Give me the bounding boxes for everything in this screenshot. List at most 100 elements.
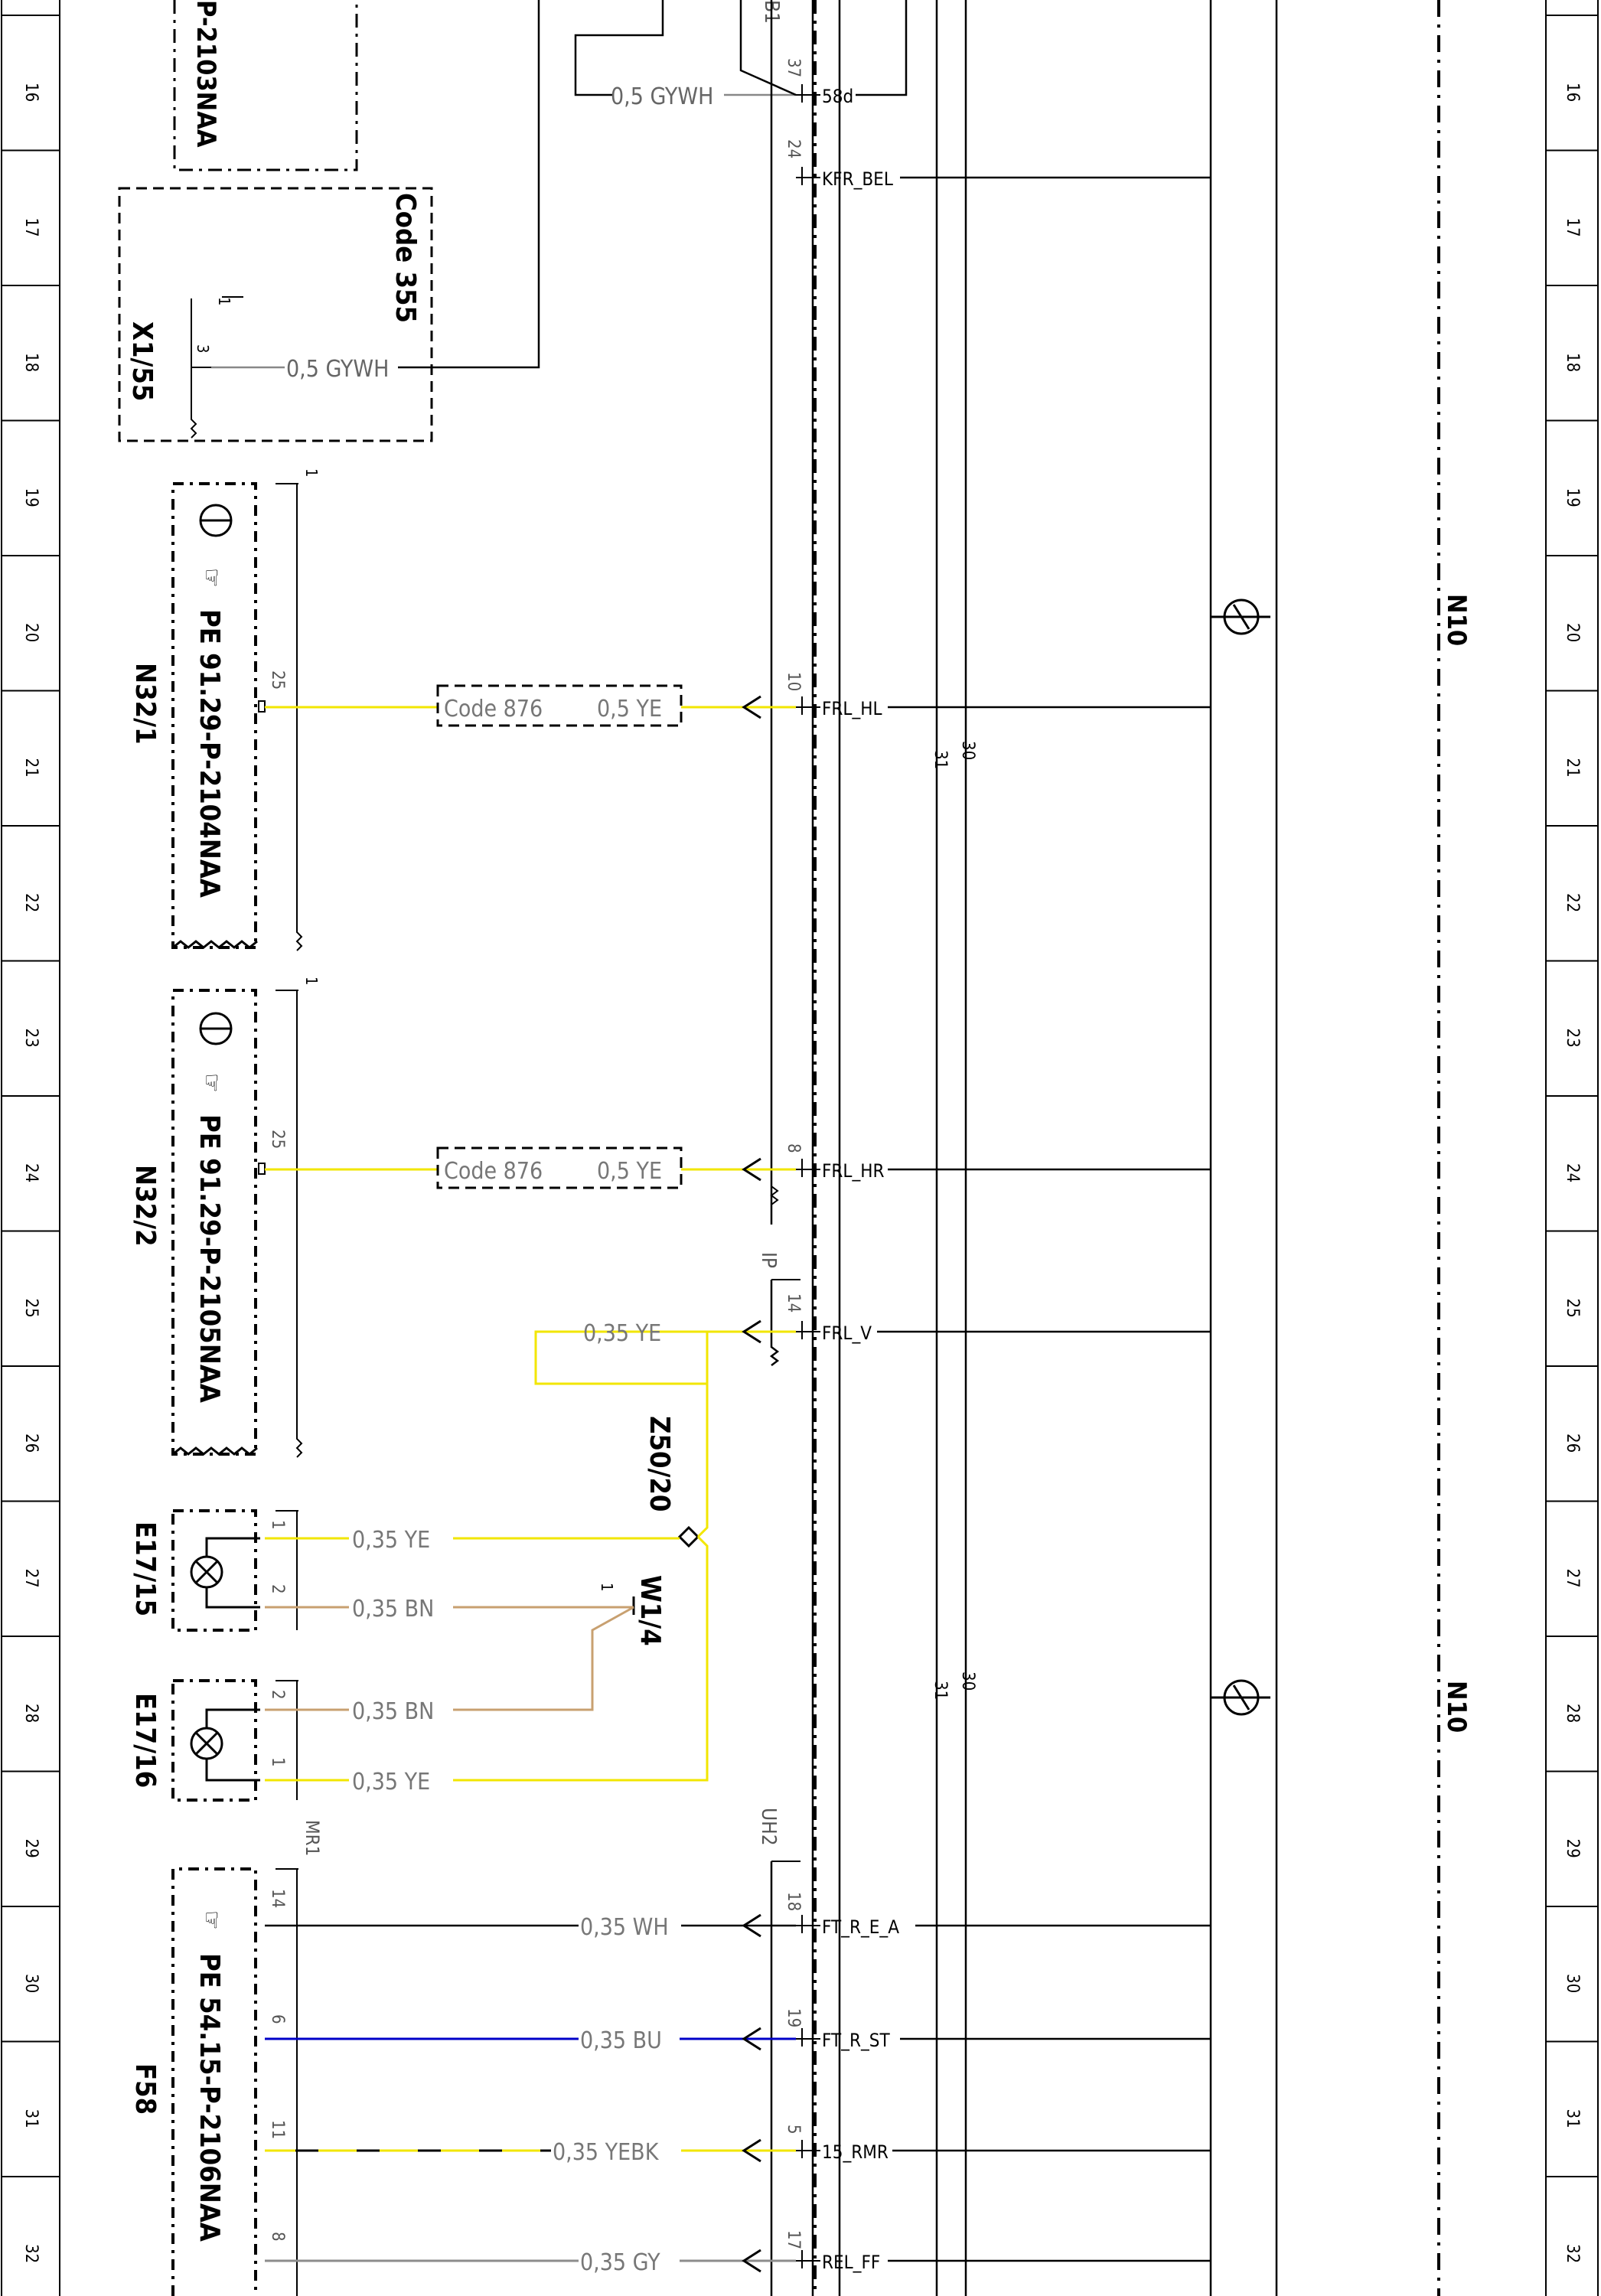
row-number: 24 xyxy=(1563,1163,1582,1182)
component-id: F58 xyxy=(129,2063,161,2115)
wire-code: Code 876 xyxy=(444,1158,543,1185)
connector-label: UH2 xyxy=(757,1808,780,1846)
component-id: Z50/20 xyxy=(644,1416,675,1512)
ground-symbol-bottom xyxy=(1211,1679,1270,1716)
connector-label: MR1 xyxy=(302,1820,323,1856)
row-number: 25 xyxy=(1563,1299,1582,1318)
row-number: 23 xyxy=(1563,1029,1582,1048)
signal-ft-r-e-a: FT_R_E_A xyxy=(796,1915,1211,1938)
transistor-icon xyxy=(199,1012,233,1045)
right-border xyxy=(1545,0,1599,2296)
part-number: P-2103NAA xyxy=(191,0,221,148)
wire-gywh-top: 0,5 GYWH xyxy=(574,0,796,110)
top-partial-component: P-2103NAA xyxy=(173,0,358,171)
connector-ip: IP 14 xyxy=(757,1252,803,1366)
wire-frl-v-ye: 0,35 YE xyxy=(534,1319,796,1508)
pin-label: 3 xyxy=(194,344,212,353)
row-number: 32 xyxy=(1563,2244,1582,2263)
component-id: N32/2 xyxy=(129,1165,161,1247)
signal-name: FRL_V xyxy=(822,1322,872,1344)
signal-name: 58d xyxy=(822,86,853,107)
wire-label: 0,35 WH xyxy=(580,1914,669,1941)
wire-label: 0,35 BU xyxy=(580,2027,662,2054)
row-number: 20 xyxy=(21,623,41,642)
row-number: 30 xyxy=(1563,1974,1582,1993)
signal-frl-hr: FRL_HR xyxy=(796,1159,1211,1182)
row-number: 19 xyxy=(21,488,41,507)
wire-label: 0,35 YEBK xyxy=(553,2139,660,2166)
pin-label: 25 xyxy=(268,670,287,690)
w1-4-ground: W1/4 1 xyxy=(598,1575,666,1646)
pin-label: 24 xyxy=(784,139,803,158)
wire-label: 0,5 YE xyxy=(597,696,662,722)
bus-lines xyxy=(811,0,1278,2296)
wire-label: 0,5 GYWH xyxy=(286,356,389,383)
pin-label: 14 xyxy=(268,1889,287,1908)
signal-name: FT_R_E_A xyxy=(822,1916,899,1938)
row-number: 21 xyxy=(21,758,41,778)
pin-label: 6 xyxy=(268,2014,287,2024)
row-number: 27 xyxy=(21,1569,41,1588)
row-number: 26 xyxy=(21,1433,41,1453)
x1-55-component: Code 355 X1/55 1 3 xyxy=(118,187,433,442)
part-number: PE 54.15-P-2106NAA xyxy=(194,1953,225,2242)
hand-pointer-icon: ☞ xyxy=(197,1073,227,1093)
pin-label: 37 xyxy=(784,58,803,77)
component-id: E17/16 xyxy=(129,1693,161,1788)
bus-label-30: 30 xyxy=(958,741,977,760)
n32-1-component: 1 ☞ PE 91.29-P-2104NAA N32/1 25 xyxy=(129,468,321,951)
bus-label-30: 30 xyxy=(958,1671,977,1691)
bus-label-group-b: 31 30 xyxy=(931,1671,977,1700)
row-number: 16 xyxy=(21,83,41,102)
row-number: 31 xyxy=(21,2109,41,2128)
n10-label-top: N10 xyxy=(1441,594,1472,646)
pin-label: 10 xyxy=(784,672,803,691)
hand-pointer-icon: ☞ xyxy=(197,1910,227,1930)
left-border xyxy=(1,0,60,2296)
signal-ft-r-st: FT_R_ST xyxy=(796,2028,1211,2051)
signal-frl-v: FRL_V xyxy=(796,1321,1211,1344)
row-number: 26 xyxy=(1563,1433,1582,1453)
row-number: 24 xyxy=(21,1163,41,1182)
row-number: 17 xyxy=(21,218,41,237)
wire-f58-bu: 0,35 BU xyxy=(265,2027,796,2054)
wire-label: 0,5 GYWH xyxy=(611,83,713,110)
row-number: 18 xyxy=(21,353,41,372)
bus-label-31: 31 xyxy=(931,750,950,769)
pin-label: 1 xyxy=(268,1520,287,1530)
wire-f58-yebk: 0,35 YEBK xyxy=(265,2138,796,2166)
component-id: X1/55 xyxy=(126,321,158,401)
connector-uh2: UH2 18 19 5 17 xyxy=(757,1808,803,2296)
pin-label: 1 xyxy=(302,468,321,477)
wire-label: 0,35 YE xyxy=(352,1769,430,1795)
lamp-icon xyxy=(190,1708,260,1782)
pin-label: 2 xyxy=(268,1690,287,1700)
signal-58d: 58d xyxy=(796,0,908,107)
connector-label: IP xyxy=(757,1252,780,1268)
signal-name: 15_RMR xyxy=(822,2141,889,2163)
wire-label: 0,35 BN xyxy=(352,1698,434,1725)
bus-label-group-a: 31 30 xyxy=(931,741,977,769)
wire-code: Code 876 xyxy=(444,696,543,722)
ground-symbol-top xyxy=(1211,598,1270,635)
z50-20-splice: Z50/20 xyxy=(453,1416,709,1782)
code-label: Code 355 xyxy=(390,193,421,323)
row-number: 29 xyxy=(21,1839,41,1858)
row-number: 16 xyxy=(1563,83,1582,102)
row-number: 23 xyxy=(21,1029,41,1048)
pin-label: 14 xyxy=(784,1293,803,1313)
signal-name: KFR_BEL xyxy=(822,168,893,190)
transistor-icon xyxy=(199,504,233,537)
row-number: 29 xyxy=(1563,1839,1582,1858)
part-number: PE 91.29-P-2104NAA xyxy=(194,609,225,898)
pin-label: 8 xyxy=(784,1143,803,1153)
signal-name: REL_FF xyxy=(822,2252,880,2273)
signal-name: FRL_HL xyxy=(822,698,882,719)
signal-kfr-bel: KFR_BEL xyxy=(796,167,1211,190)
signal-name: FRL_HR xyxy=(822,1160,884,1182)
wire-f58-wh: 0,35 WH xyxy=(265,1913,796,1941)
pin-label: 11 xyxy=(268,2120,287,2139)
wire-label: 0,35 YE xyxy=(352,1527,430,1554)
n10-label-bottom: N10 xyxy=(1441,1681,1472,1733)
